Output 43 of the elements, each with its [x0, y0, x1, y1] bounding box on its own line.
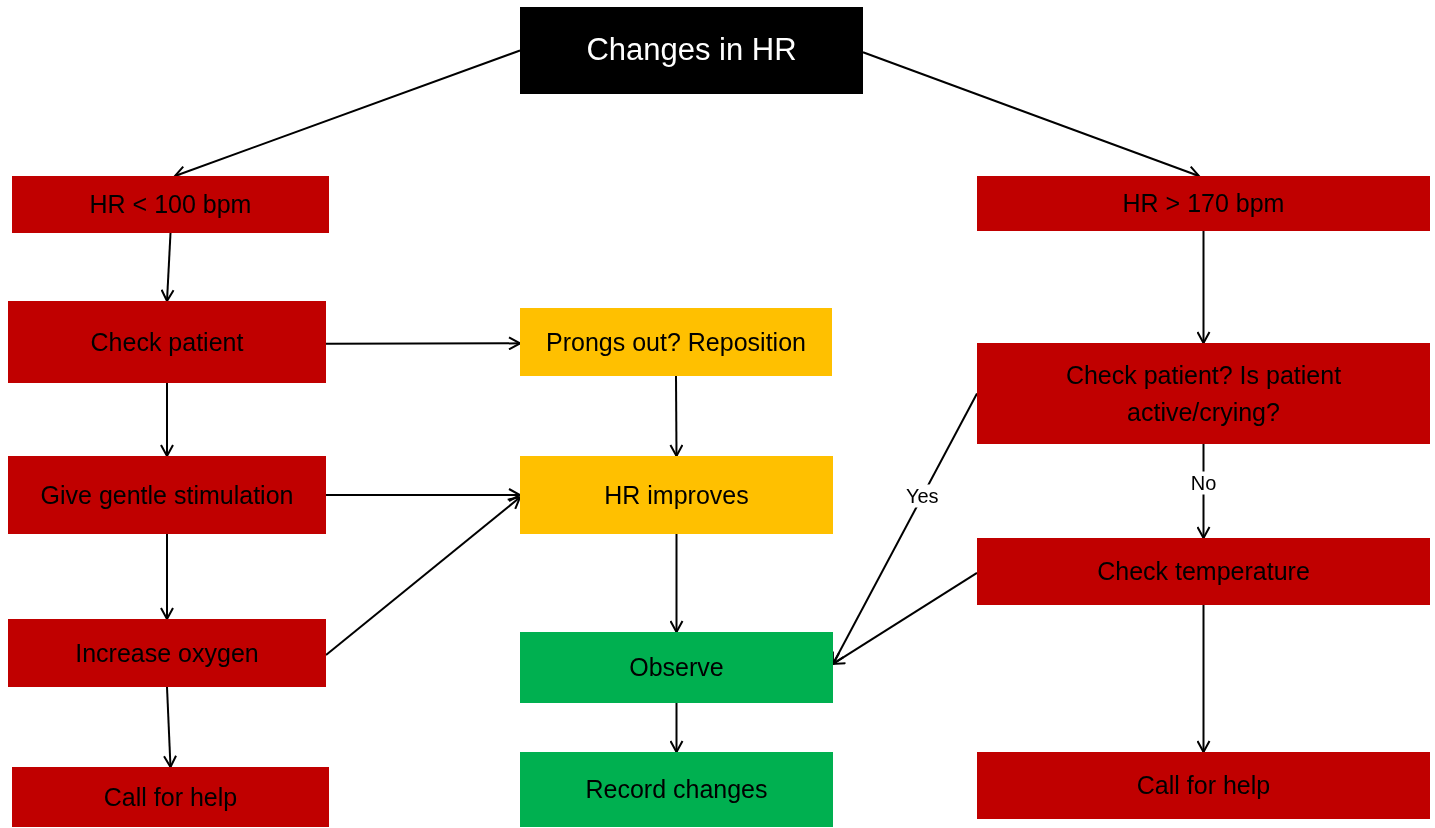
- process-box: [8, 301, 326, 383]
- arrow: [669, 702, 684, 753]
- process-box: [520, 632, 833, 703]
- arrow: [160, 382, 174, 457]
- box-label: Prongs out? Reposition: [546, 326, 806, 358]
- box-label: Increase oxygen: [75, 637, 259, 669]
- box-label: HR improves: [604, 479, 749, 511]
- arrow: [160, 232, 175, 302]
- arrow: [669, 533, 684, 633]
- box-label: HR < 100 bpm: [89, 189, 252, 221]
- process-box: [977, 176, 1430, 231]
- arrow: [1196, 604, 1211, 753]
- arrow: [325, 488, 521, 502]
- process-box: [977, 752, 1430, 819]
- box-label: Call for help: [1136, 770, 1271, 802]
- process-box: [12, 767, 329, 827]
- arrow: [1196, 230, 1211, 344]
- box-label: Changes in HR: [586, 31, 797, 70]
- box-label: Check patient? Is patient active/crying?: [1064, 360, 1343, 428]
- process-box: [8, 456, 326, 534]
- process-box: [520, 456, 833, 534]
- process-box: [520, 308, 832, 376]
- box-label: HR > 170 bpm: [1122, 188, 1285, 220]
- process-box: [977, 343, 1430, 444]
- arrow: [325, 336, 521, 351]
- process-box: [12, 176, 329, 233]
- arrow: [862, 51, 1200, 179]
- process-box: [520, 7, 863, 94]
- arrow: [669, 375, 684, 457]
- box-label: Check patient: [90, 326, 244, 358]
- box-label: Observe: [629, 652, 724, 684]
- box-label: Give gentle stimulation: [40, 479, 294, 511]
- arrow: [173, 49, 521, 179]
- box-label: Call for help: [103, 781, 238, 813]
- arrow: [325, 496, 521, 657]
- arrow: [163, 686, 177, 768]
- process-box: [520, 752, 833, 827]
- process-box: [8, 619, 326, 687]
- box-label: Record changes: [585, 774, 768, 806]
- arrow: [160, 533, 174, 620]
- process-box: [977, 538, 1430, 605]
- arrow: [832, 571, 978, 665]
- box-label: Check temperature: [1097, 556, 1310, 588]
